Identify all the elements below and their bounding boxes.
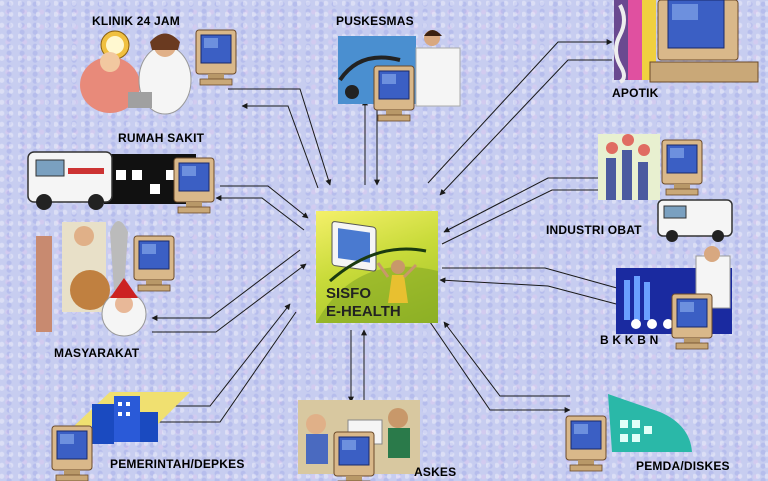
label-apotik: APOTIK xyxy=(612,86,659,100)
label-industri-obat: INDUSTRI OBAT xyxy=(546,223,642,237)
arrow-to-industri xyxy=(443,177,600,233)
label-masyarakat: MASYARAKAT xyxy=(54,346,140,360)
arrow-from-pemda xyxy=(443,321,570,397)
label-klinik: KLINIK 24 JAM xyxy=(92,14,180,28)
arrow-to-rumah-sakit xyxy=(220,185,309,219)
klinik-illustration xyxy=(80,29,237,115)
label-pemerintah: PEMERINTAH/DEPKES xyxy=(110,457,245,471)
arrow-to-apotik xyxy=(427,39,613,184)
label-puskesmas: PUSKESMAS xyxy=(336,14,414,28)
arrow-from-bkkbn xyxy=(439,277,621,306)
sisfo-ehealth-center: SISFO E-HEALTH xyxy=(316,211,438,323)
arrow-to-bkkbn xyxy=(442,267,625,292)
arrow-from-rumah-sakit xyxy=(215,195,305,231)
arrow-to-pemda xyxy=(429,321,571,413)
label-pemda: PEMDA/DISKES xyxy=(636,459,730,473)
arrow-to-klinik xyxy=(228,88,332,186)
arrow-from-masyarakat xyxy=(152,263,307,333)
arrow-from-industri xyxy=(441,187,605,245)
apotik-illustration xyxy=(614,0,759,84)
label-askes: ASKES xyxy=(414,465,457,479)
arrow-from-pemerintah xyxy=(142,303,291,407)
arrow-from-apotik xyxy=(439,59,612,196)
bkkbn-illustration xyxy=(616,246,732,350)
masyarakat-illustration xyxy=(36,221,175,337)
arrows xyxy=(142,39,625,425)
center-title-line1: SISFO xyxy=(326,285,372,302)
arrow-to-masyarakat xyxy=(151,249,301,321)
arrow-from-klinik xyxy=(241,103,319,189)
rumah-sakit-illustration xyxy=(27,151,215,214)
pemda-illustration xyxy=(565,394,692,472)
puskesmas-illustration xyxy=(338,30,461,122)
center-illustration xyxy=(316,221,438,323)
label-rumah-sakit: RUMAH SAKIT xyxy=(118,131,205,145)
askes-illustration xyxy=(298,400,420,481)
label-bkkbn: B K K B N xyxy=(600,333,659,347)
pemerintah-illustration xyxy=(51,392,190,481)
arrow-to-pemerintah xyxy=(147,311,297,425)
industri-obat-illustration xyxy=(598,134,733,242)
center-title-line2: E-HEALTH xyxy=(326,303,401,320)
